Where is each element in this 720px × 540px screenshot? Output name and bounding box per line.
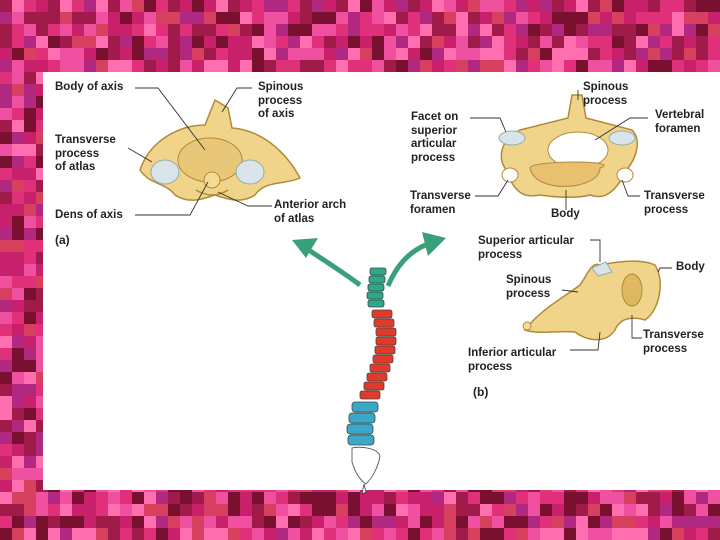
label-transverse-process-top: Transverse process bbox=[644, 190, 705, 217]
label-body-side: Body bbox=[676, 261, 705, 275]
cervical-vertebra-top-view bbox=[499, 95, 637, 197]
label-vertebral-foramen: Vertebral foramen bbox=[655, 109, 704, 136]
label-spinous-process-of-axis: Spinous process of axis bbox=[258, 81, 303, 122]
vertebral-column bbox=[347, 268, 396, 494]
lumbar-segment bbox=[347, 402, 378, 445]
label-anterior-arch-of-atlas: Anterior arch of atlas bbox=[274, 199, 346, 226]
label-body-of-axis: Body of axis bbox=[55, 81, 123, 95]
cervical-segment bbox=[367, 268, 386, 307]
sacrum-coccyx bbox=[352, 447, 380, 494]
label-facet-on-superior-articular-process: Facet on superior articular process bbox=[411, 111, 458, 165]
label-spinous-process-top: Spinous process bbox=[583, 81, 628, 108]
arrow-to-panel-a bbox=[292, 238, 360, 285]
thoracic-segment bbox=[360, 310, 396, 399]
label-transverse-process-side: Transverse process bbox=[643, 329, 704, 356]
label-dens-of-axis: Dens of axis bbox=[55, 209, 123, 223]
label-spinous-process-side: Spinous process bbox=[506, 274, 551, 301]
arrow-to-panel-b bbox=[388, 232, 446, 286]
label-transverse-process-of-atlas: Transverse process of atlas bbox=[55, 134, 116, 175]
label-body-top: Body bbox=[551, 208, 580, 222]
label-inferior-articular-process: Inferior articular process bbox=[468, 347, 556, 374]
panel-a-tag: (a) bbox=[55, 234, 70, 248]
label-transverse-foramen: Transverse foramen bbox=[410, 190, 471, 217]
label-superior-articular-process: Superior articular process bbox=[478, 235, 574, 262]
panel-b-tag: (b) bbox=[473, 386, 488, 400]
